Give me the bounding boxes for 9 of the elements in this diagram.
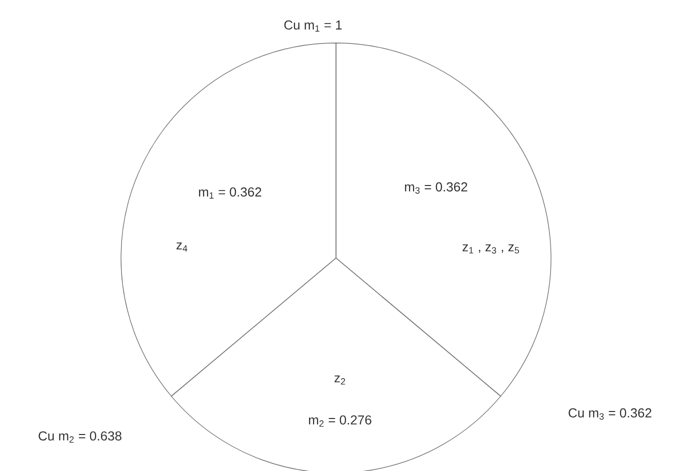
sector-label: z$_{4}$ (176, 242, 188, 252)
point-label: Cu m$_{3}$ = 0.362 (568, 408, 652, 420)
point-label: Cu m$_{1}$ = 1 (284, 20, 342, 32)
sector-label: z$_{1}$ , z$_{3}$ , z$_{5}$ (462, 244, 520, 254)
sector-label: m$_{2}$ = 0.276 (309, 415, 372, 427)
sector-label: z$_{2}$ (334, 375, 346, 385)
sector-label: m$_{1}$ = 0.362 (199, 187, 262, 199)
point-label: Cu m$_{2}$ = 0.638 (38, 431, 122, 443)
sector-label: m$_{3}$ = 0.362 (405, 182, 468, 194)
